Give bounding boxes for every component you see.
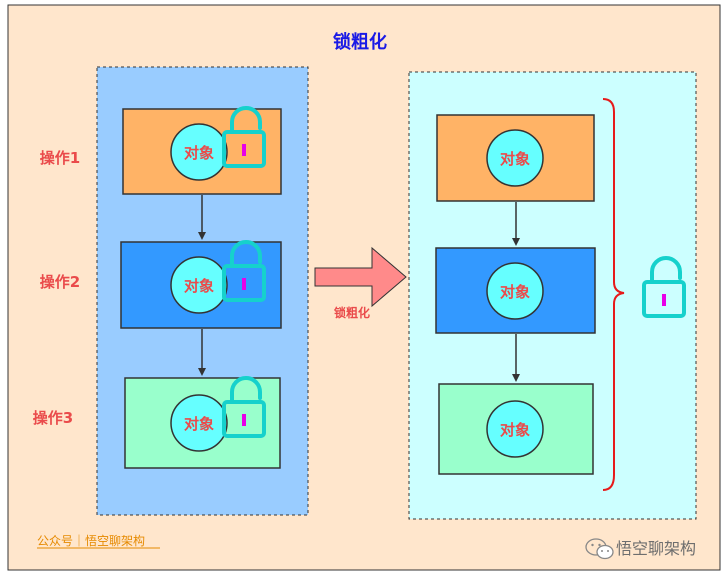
- coarsening-arrow-label: 锁粗化: [334, 305, 370, 320]
- left-object-label-2: 对象: [184, 277, 214, 295]
- operation-label-2: 操作2: [40, 273, 80, 291]
- left-object-circle-2: [170, 256, 228, 314]
- right-object-label-3: 对象: [500, 421, 530, 439]
- operation-label-3: 操作3: [33, 409, 73, 427]
- grouping-brace: [602, 98, 625, 491]
- coarsening-arrow: [314, 246, 407, 308]
- wechat-icon: [585, 538, 614, 560]
- diagram-title: 锁粗化: [333, 31, 387, 53]
- left-object-label-3: 对象: [184, 415, 214, 433]
- left-object-label-1: 对象: [184, 144, 214, 162]
- right-object-label-1: 对象: [500, 150, 530, 168]
- right-object-circle-1: [486, 129, 544, 187]
- right-object-label-2: 对象: [500, 283, 530, 301]
- left-object-circle-3: [170, 394, 228, 452]
- right-object-circle-3: [486, 400, 544, 458]
- operation-label-1: 操作1: [40, 149, 80, 167]
- left-object-circle-1: [170, 123, 228, 181]
- watermark-text: 悟空聊架构: [616, 539, 696, 558]
- left-footer-text: 公众号｜悟空聊架构: [37, 533, 145, 548]
- right-object-circle-2: [486, 262, 544, 320]
